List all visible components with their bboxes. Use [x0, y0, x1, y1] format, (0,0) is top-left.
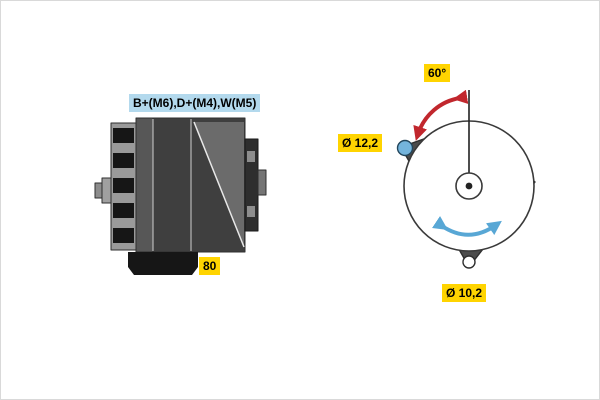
rotation-arrow: [432, 216, 502, 237]
front-bracket: [135, 117, 154, 253]
pulley-groove: [113, 128, 134, 143]
terminals-label: B+(M6),D+(M4),W(M5): [129, 94, 261, 113]
housing-edge: [193, 121, 245, 248]
alternator-side-view: [94, 117, 267, 275]
terminal-stud: [257, 169, 267, 196]
shaft-center: [465, 182, 473, 190]
pulley-groove: [113, 228, 134, 243]
foot-dimension-label: 80: [199, 257, 221, 276]
angle-label: 60°: [424, 64, 451, 83]
hole-bottom-label: Ø 10,2: [442, 284, 487, 303]
terminal-block-top: [247, 151, 255, 162]
alternator-front-view: [396, 89, 536, 269]
hole-top-label: Ø 12,2: [338, 134, 383, 153]
pulley-groove: [113, 153, 134, 168]
mounting-hole-bottom: [462, 255, 476, 269]
terminal-block-bottom: [247, 206, 255, 217]
angle-arrow: [413, 89, 469, 141]
mounting-foot: [128, 252, 198, 275]
pulley-groove: [113, 203, 134, 218]
pulley-groove: [113, 178, 134, 193]
mounting-hole-top: [396, 139, 414, 157]
